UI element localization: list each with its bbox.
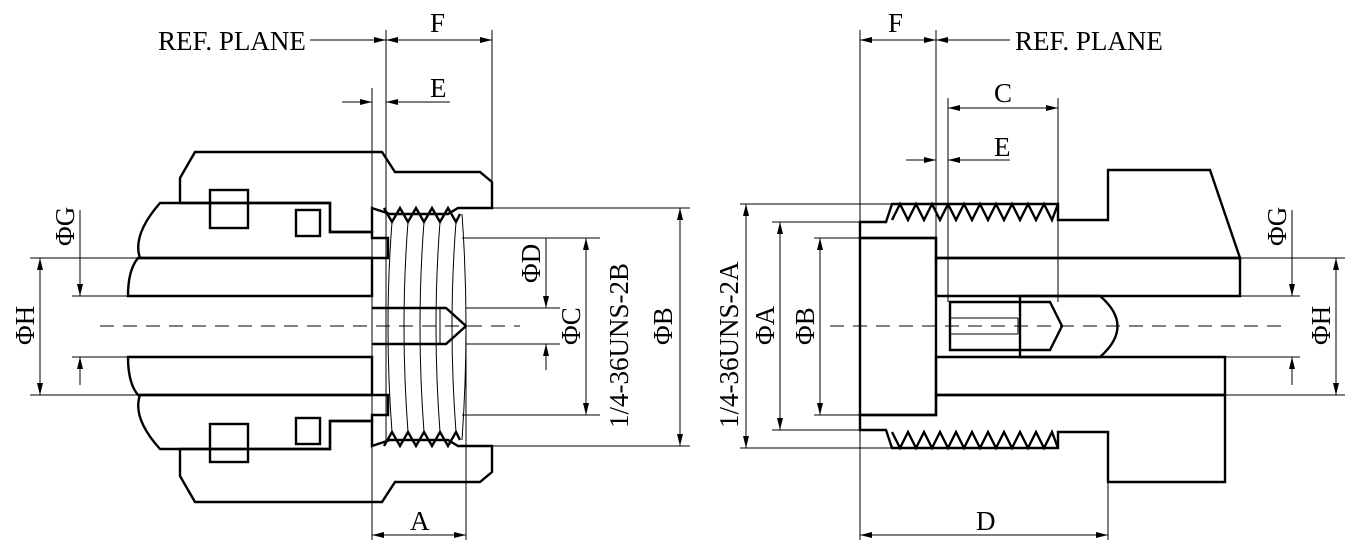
right-ref-plane-label: REF. PLANE <box>1015 26 1163 56</box>
right-view: F REF. PLANE C E D 1/4-36UNS-2A ΦA ΦB ΦG… <box>714 8 1345 540</box>
left-nut-upper <box>178 150 494 234</box>
left-dim-a-label: A <box>410 506 430 536</box>
right-dim-b-label: ΦB <box>790 307 820 345</box>
right-socket <box>1018 294 1119 359</box>
left-oring-lower <box>294 416 322 446</box>
right-body-lower <box>858 393 1227 484</box>
left-body-lower <box>137 393 390 451</box>
left-thread-label: 1/4-36UNS-2B <box>604 263 634 428</box>
right-dim-c-label: C <box>994 78 1012 108</box>
left-ring-lower <box>208 422 250 464</box>
right-dim-a-label: ΦA <box>750 305 780 345</box>
right-dim-h-label: ΦH <box>1306 306 1336 345</box>
left-dim-g-label: ΦG <box>50 207 80 246</box>
right-dielectric-upper <box>934 256 1242 298</box>
right-thread-lower <box>890 429 1060 451</box>
left-dim-f-label: F <box>430 8 445 38</box>
left-view: REF. PLANE F E A ΦG ΦH ΦD ΦC 1/4-36UNS-2… <box>10 8 690 540</box>
right-dielectric-lower <box>934 355 1227 397</box>
left-ref-plane-label: REF. PLANE <box>158 26 306 56</box>
left-ring-upper <box>208 188 250 230</box>
right-dim-f-label: F <box>888 8 903 38</box>
left-dielectric-lower <box>126 355 374 397</box>
left-oring-upper <box>294 208 322 238</box>
right-thread-upper <box>890 201 1060 223</box>
right-dimension-arrows <box>743 37 1339 538</box>
left-thread-lines <box>387 213 467 441</box>
right-extension-lines <box>740 30 1345 540</box>
left-dimension-arrows <box>37 37 683 538</box>
left-dielectric-upper <box>126 256 374 298</box>
left-dim-c-label: ΦC <box>556 307 586 345</box>
left-extension-lines <box>30 30 690 540</box>
left-dim-d-label: ΦD <box>516 244 546 283</box>
left-dim-e-label: E <box>430 73 447 103</box>
right-dim-d-label: D <box>976 506 996 536</box>
right-thread-label: 1/4-36UNS-2A <box>714 261 744 428</box>
right-socket-slot <box>948 300 1064 352</box>
right-dim-g-label: ΦG <box>1262 207 1292 246</box>
left-dim-h-label: ΦH <box>10 306 40 345</box>
right-dim-e-label: E <box>994 132 1011 162</box>
left-dim-b-label: ΦB <box>648 307 678 345</box>
left-body-upper <box>137 201 390 260</box>
